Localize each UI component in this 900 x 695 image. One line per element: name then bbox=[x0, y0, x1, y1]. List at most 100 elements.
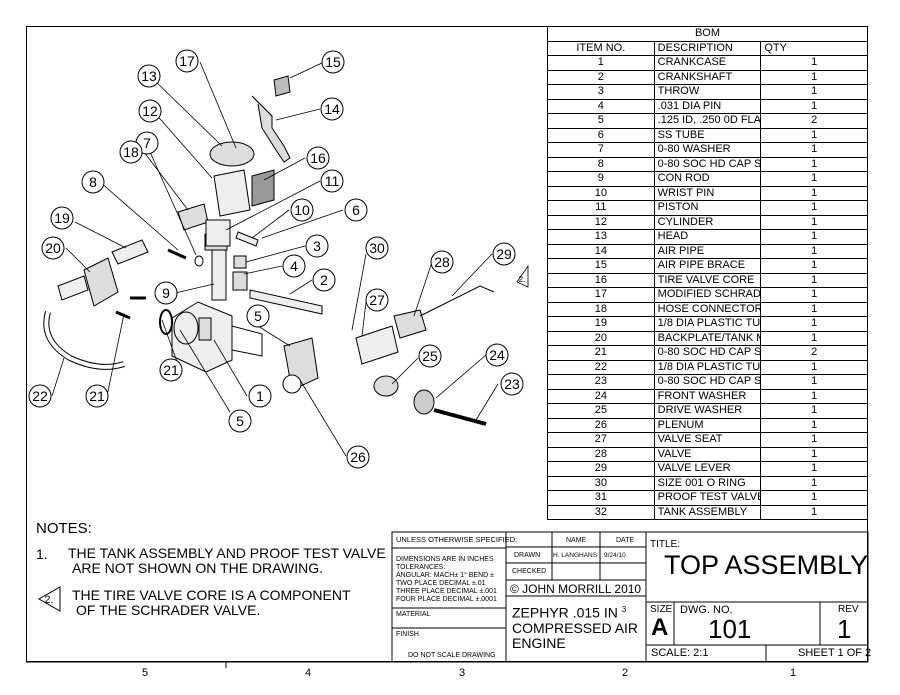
balloon-callout: 24 bbox=[485, 343, 509, 367]
bom-cell-item: 18 bbox=[547, 301, 655, 317]
tb-rev-label: REV bbox=[838, 604, 859, 615]
note-2-flag: 2. bbox=[37, 586, 61, 612]
balloon-callout: 18 bbox=[119, 140, 143, 164]
bom-cell-description: CYLINDER bbox=[653, 214, 762, 230]
bom-cell-qty: 1 bbox=[760, 258, 868, 274]
bom-cell-description: VALVE SEAT bbox=[653, 432, 762, 448]
bom-cell-qty: 1 bbox=[760, 98, 868, 114]
bom-cell-item: 16 bbox=[547, 272, 655, 288]
balloon-callout: 25 bbox=[418, 344, 442, 368]
balloon-callout: 11 bbox=[320, 169, 344, 193]
tb-copyright: © JOHN MORRILL 2010 bbox=[510, 582, 642, 596]
bom-header-qty: QTY bbox=[760, 40, 868, 56]
bom-row: 80-80 SOC HD CAP SCREW, .250 LONG1 bbox=[547, 156, 868, 172]
bom-cell-item: 3 bbox=[547, 84, 655, 100]
bom-cell-item: 6 bbox=[547, 127, 655, 143]
svg-text:2: 2 bbox=[320, 272, 328, 288]
bom-cell-qty: 1 bbox=[760, 287, 868, 303]
bom-cell-item: 8 bbox=[547, 156, 655, 172]
svg-text:24: 24 bbox=[489, 347, 505, 363]
tb-drawn-date: 9/24/10 bbox=[604, 552, 626, 559]
bom-cell-item: 4 bbox=[547, 98, 655, 114]
tb-material: MATERIAL bbox=[396, 611, 431, 618]
bom-cell-item: 10 bbox=[547, 185, 655, 201]
bom-cell-qty: 1 bbox=[760, 374, 868, 390]
svg-text:27: 27 bbox=[369, 292, 385, 308]
bom-cell-qty: 1 bbox=[760, 490, 868, 506]
svg-text:18: 18 bbox=[123, 144, 139, 160]
bom-row: 210-80 SOC HD CAP SCREW, .125 LONG2 bbox=[547, 345, 868, 361]
tb-product-line-2: COMPRESSED AIR bbox=[512, 620, 639, 636]
bom-cell-item: 1 bbox=[547, 55, 655, 71]
zone-label: 4 bbox=[305, 667, 312, 679]
bom-cell-qty: 1 bbox=[760, 403, 868, 419]
bom-cell-qty: 1 bbox=[760, 84, 868, 100]
bom-cell-qty: 1 bbox=[760, 55, 868, 71]
zone-label: 5 bbox=[142, 667, 149, 679]
svg-text:8: 8 bbox=[89, 174, 97, 190]
bom-cell-item: 21 bbox=[547, 345, 655, 361]
svg-text:21: 21 bbox=[89, 388, 105, 404]
bom-cell-item: 11 bbox=[547, 200, 655, 216]
bom-cell-item: 14 bbox=[547, 243, 655, 259]
bom-cell-item: 17 bbox=[547, 287, 655, 303]
svg-text:23: 23 bbox=[504, 376, 520, 392]
svg-text:2.: 2. bbox=[519, 275, 526, 284]
bom-cell-qty: 1 bbox=[760, 316, 868, 332]
bom-cell-qty: 1 bbox=[760, 156, 868, 172]
svg-text:22: 22 bbox=[32, 388, 48, 404]
bom-cell-qty: 1 bbox=[760, 446, 868, 462]
bom-cell-qty: 1 bbox=[760, 200, 868, 216]
tb-size: A bbox=[651, 614, 669, 641]
bom-cell-qty: 1 bbox=[760, 504, 868, 520]
svg-text:12: 12 bbox=[142, 103, 158, 119]
tb-drawn-name: H. LANGHANS bbox=[553, 552, 598, 559]
svg-text:13: 13 bbox=[141, 68, 157, 84]
balloon-callout: 21 bbox=[159, 358, 183, 382]
balloon-callout: 30 bbox=[365, 236, 389, 260]
bom-cell-description: .031 DIA PIN bbox=[653, 98, 762, 114]
tb-four-place: FOUR PLACE DECIMAL ±.0001 bbox=[396, 596, 497, 603]
balloon-callout: 22 bbox=[28, 384, 52, 408]
note-flag: 2. bbox=[516, 264, 529, 288]
bom-cell-description: VALVE bbox=[653, 446, 762, 462]
bom-cell-description: PISTON bbox=[653, 200, 762, 216]
tb-product-line-3: ENGINE bbox=[512, 635, 566, 651]
bom-cell-description: 1/8 DIA PLASTIC TUBING, CUT TO FIT bbox=[653, 359, 762, 375]
bom-cell-item: 20 bbox=[547, 330, 655, 346]
bom-cell-qty: 1 bbox=[760, 461, 868, 477]
tb-scale: SCALE: 2:1 bbox=[651, 647, 709, 659]
bom-cell-item: 22 bbox=[547, 359, 655, 375]
bom-cell-description: BACKPLATE/TANK MOUNT bbox=[653, 330, 762, 346]
bom-row: 5.125 ID, .250 0D FLANGED BALL BRG2 bbox=[547, 113, 868, 129]
bom-cell-item: 29 bbox=[547, 461, 655, 477]
bom-cell-qty: 2 bbox=[760, 113, 868, 129]
bom-row: 221/8 DIA PLASTIC TUBING, CUT TO FIT1 bbox=[547, 359, 868, 375]
bom-cell-description: PROOF TEST VALVE bbox=[653, 490, 762, 506]
balloon-callout: 26 bbox=[346, 445, 370, 469]
balloon-callout: 1 bbox=[248, 384, 272, 408]
bom-cell-qty: 1 bbox=[760, 127, 868, 143]
tb-name-header: NAME bbox=[566, 537, 587, 544]
svg-text:7: 7 bbox=[143, 135, 151, 151]
notes-header: NOTES: bbox=[36, 520, 92, 537]
bom-cell-item: 7 bbox=[547, 142, 655, 158]
balloon-callout: 19 bbox=[50, 206, 74, 230]
bom-cell-description: MODIFIED SCHRADER TIRE VALVE bbox=[653, 287, 762, 303]
svg-text:14: 14 bbox=[324, 101, 340, 117]
balloon-callout: 20 bbox=[41, 236, 65, 260]
bom-cell-item: 15 bbox=[547, 258, 655, 274]
balloon-callout: 27 bbox=[365, 288, 389, 312]
svg-text:21: 21 bbox=[163, 362, 179, 378]
bom-cell-item: 5 bbox=[547, 113, 655, 129]
bom-cell-description: HOSE CONNECTOR bbox=[653, 301, 762, 317]
bom-cell-item: 27 bbox=[547, 432, 655, 448]
